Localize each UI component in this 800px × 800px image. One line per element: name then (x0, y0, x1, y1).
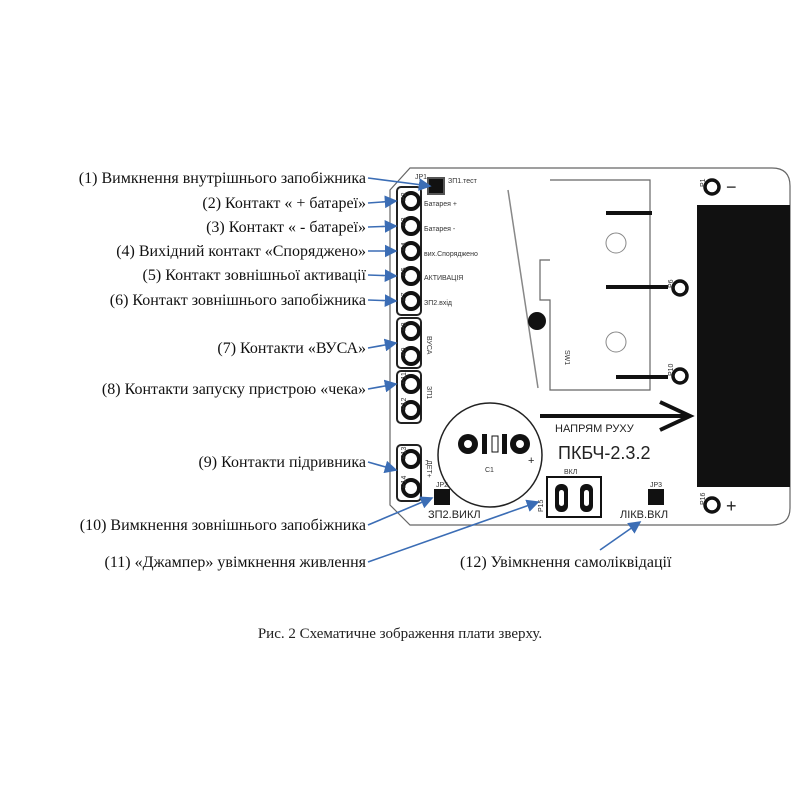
direction-arrowhead (659, 400, 695, 432)
pin (401, 346, 421, 366)
callout-arrow (367, 294, 398, 307)
pin-id: P16 (700, 492, 707, 505)
callout-label: (1) Вимкнення внутрішнього запобіжника (79, 170, 366, 187)
callout-label: (11) «Джампер» увімкнення живлення (105, 554, 367, 571)
pin-label: АКТИВАЦІЯ (424, 275, 463, 282)
callout-arrow (367, 269, 398, 282)
pin (401, 266, 421, 286)
pin-id: P11 (401, 372, 408, 384)
pin (401, 400, 421, 420)
pin-id: P4 (401, 242, 408, 251)
pin-label: ВУСА (425, 336, 432, 355)
callout-arrow (367, 338, 398, 352)
pin-label: ЗП1.тест (448, 178, 478, 185)
capacitor-c1 (437, 402, 543, 508)
pin-id: P12 (401, 397, 408, 410)
pin-label: вих.Споряджено (424, 251, 478, 258)
pin-id: P7 (401, 292, 408, 301)
pin-id: P6 (668, 279, 675, 288)
pin-label: ДЕТ+ (425, 460, 432, 478)
callout-arrow (367, 195, 398, 209)
pin (671, 279, 689, 297)
capacitor-hole (516, 440, 524, 448)
cap-plus: + (528, 455, 534, 467)
callout-label: (9) Контакти підривника (198, 454, 366, 471)
pin (671, 367, 689, 385)
pin (401, 216, 421, 236)
jp2-label: ЗП2.ВИКЛ (428, 509, 481, 521)
callout-label: (6) Контакт зовнішнього запобіжника (110, 292, 366, 309)
power-jumper[interactable] (546, 476, 602, 518)
callout-label: (3) Контакт « - батареї» (206, 219, 366, 236)
pin (401, 291, 421, 311)
pin-id: P13 (401, 446, 408, 459)
pin (703, 496, 721, 514)
pin (401, 449, 421, 469)
callout-arrow (367, 220, 398, 233)
pin-label: Батарея - (424, 226, 456, 233)
cap-label: C1 (485, 467, 494, 474)
callout-arrow (367, 499, 540, 563)
pin-id: P14 (401, 475, 408, 488)
pin-label: ЗП2.вхід (424, 299, 452, 307)
sw1-pivot (528, 312, 546, 330)
pin-label: ЗП1 (425, 386, 432, 399)
pin (401, 478, 421, 498)
minus-sign: − (726, 177, 737, 197)
pin (401, 321, 421, 341)
figure-caption: Рис. 2 Схематичне зображення плати зверх… (258, 626, 542, 642)
callout-label: (12) Увімкнення самоліквідації (460, 554, 672, 571)
jp2-id: JP2 (436, 482, 448, 489)
pin-label: Батарея + (424, 201, 457, 208)
callout-label: (7) Контакти «ВУСА» (217, 340, 366, 357)
sw1-lever (507, 189, 539, 389)
callout-arrow (599, 521, 642, 551)
callout-arrow (367, 379, 398, 393)
callout-arrow (367, 496, 434, 526)
jumper-label: ВКЛ (564, 469, 578, 476)
pin-id: P8 (401, 322, 408, 331)
capacitor-hole (464, 440, 472, 448)
battery-block (697, 205, 790, 487)
pin (401, 191, 421, 211)
callout-label: (2) Контакт « + батареї» (202, 195, 366, 212)
jp1-jumper[interactable] (427, 177, 445, 195)
sw1-hole (605, 232, 627, 254)
callout-label: (4) Вихідний контакт «Споряджено» (116, 243, 366, 260)
pin (703, 178, 721, 196)
jp3-label: ЛІКВ.ВКЛ (620, 509, 668, 521)
callout-label: (8) Контакти запуску пристрою «чека» (102, 381, 366, 398)
capacitor-body (491, 435, 499, 453)
callout-label: (10) Вимкнення зовнішнього запобіжника (80, 517, 366, 534)
model-label: ПКБЧ-2.3.2 (558, 443, 650, 463)
sw1-hole (605, 331, 627, 353)
jp1-id: JP1 (415, 174, 427, 181)
board-outline (389, 167, 791, 526)
jumper-id: P15 (538, 499, 545, 512)
sw1-label: SW1 (563, 350, 570, 365)
jp2-jumper[interactable] (434, 489, 450, 505)
pin-id: P2 (401, 192, 408, 201)
pin-id: P1 (700, 178, 707, 187)
callout-label: (5) Контакт зовнішньої активації (143, 267, 367, 284)
callout-arrow (367, 460, 398, 474)
jp3-jumper[interactable] (648, 489, 664, 505)
direction-label: НАПРЯМ РУХУ (555, 423, 635, 435)
callout-arrow (367, 177, 432, 191)
jp3-id: JP3 (650, 482, 662, 489)
pin (401, 374, 421, 394)
pin-id: P10 (668, 363, 675, 376)
pin (401, 241, 421, 261)
pin-id: P3 (401, 217, 408, 226)
pin-id: P5 (401, 267, 408, 276)
pin-id: P9 (401, 347, 408, 356)
plus-sign: + (726, 496, 737, 516)
